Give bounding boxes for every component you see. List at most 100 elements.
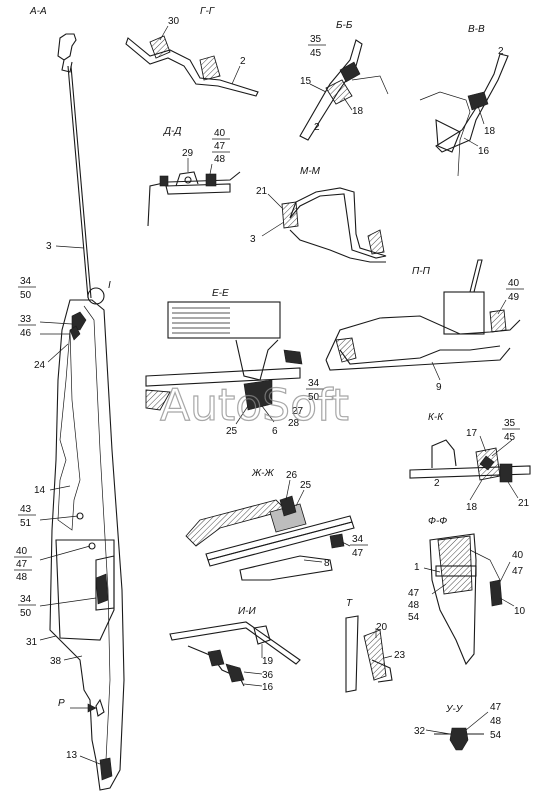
bb-wire: [351, 75, 389, 95]
section-dd: Д-Д 40 47 48 29: [147, 126, 241, 227]
leader-40-ff: [499, 561, 511, 583]
leader-26: [285, 479, 291, 501]
zh-upper-seal: [185, 499, 287, 547]
ee-shaft-housing: [235, 339, 279, 381]
ee-motor-housing: [167, 301, 281, 339]
section-title-dd: Д-Д: [163, 126, 181, 137]
pp-handle-bottom: [325, 347, 511, 371]
leader-3-mm: [261, 221, 285, 237]
vv-lower-clamp: [435, 119, 461, 153]
dd-bolt-left: [159, 175, 169, 187]
section-bb: Б-Б 35 45 15 18 2: [299, 20, 389, 141]
label-18-vv: 18: [484, 126, 496, 137]
leader-43-51: [39, 515, 79, 521]
section-ff: Ф-Ф 1 47 48 54 40 47 10: [408, 516, 526, 666]
leader-9: [431, 361, 441, 381]
section-title-ii: И-И: [238, 606, 256, 617]
pp-handle-mid: [339, 345, 501, 365]
section-title-zhzh: Ж-Ж: [251, 468, 275, 479]
mm-lower-line: [289, 229, 386, 263]
top-hinge: [61, 59, 73, 73]
leader-24: [47, 343, 69, 363]
section-title-bb: Б-Б: [336, 20, 353, 31]
label-21-kk: 21: [518, 498, 530, 509]
section-mm: М-М 21 3: [250, 166, 387, 263]
label-47-uu: 47: [490, 702, 502, 713]
label-16-ii: 16: [262, 682, 274, 693]
fraction-34-47: 34 47: [350, 534, 368, 559]
section-zhzh: Ж-Ж 26 25 8 34 47: [185, 468, 368, 581]
leader-40-49: [497, 299, 507, 315]
label-31: 31: [26, 637, 38, 648]
leader-1: [423, 567, 441, 573]
ff-wire: [469, 549, 501, 581]
leader-8: [303, 559, 323, 563]
leader-25-ee: [235, 405, 249, 425]
mm-seal-21: [281, 201, 299, 229]
label-2-kk: 2: [434, 478, 440, 489]
t-bracket-23: [371, 659, 393, 683]
leader-34-50-b: [39, 597, 97, 607]
label-21-mm: 21: [256, 186, 268, 197]
leader-18-kk: [469, 479, 483, 501]
label-10: 10: [514, 606, 526, 617]
leader-18-bb: [343, 97, 353, 111]
leader-34-47: [341, 541, 351, 547]
vv-rod-2: [435, 53, 509, 153]
dd-bracket-29: [175, 171, 199, 187]
arrow-p-head: [87, 703, 97, 713]
label-47-ff: 47: [408, 588, 420, 599]
fraction-bottom: 45: [310, 48, 322, 59]
hinge-bracket-upper: [71, 311, 87, 331]
label-15: 15: [300, 76, 312, 87]
fraction-bottom: 46: [20, 328, 32, 339]
section-ee: Е-Е 34 50 25 6 27 28: [145, 288, 324, 437]
fraction-bottom: 47: [352, 548, 364, 559]
mm-frame: [289, 187, 387, 259]
top-bracket: [57, 33, 77, 61]
leader-40-47-48: [39, 545, 91, 561]
label-18-bb: 18: [352, 106, 364, 117]
fraction-top: 34: [308, 378, 320, 389]
ii-clip-19: [253, 625, 271, 645]
section-uu: У-У 32 47 48 54: [414, 702, 502, 751]
lower-plate: [55, 539, 115, 641]
label-48-uu: 48: [490, 716, 502, 727]
fraction-top: 33: [20, 314, 32, 325]
section-title-ee: Е-Е: [212, 288, 229, 299]
bb-clip: [339, 61, 361, 83]
label-54-uu: 54: [490, 730, 502, 741]
fraction-top: 35: [504, 418, 516, 429]
leader-25-zh: [295, 489, 305, 507]
label-28: 28: [288, 418, 300, 429]
label-30: 30: [168, 16, 180, 27]
leader-6: [261, 405, 275, 423]
label-1: 1: [414, 562, 420, 573]
fraction-top: 34: [20, 276, 32, 287]
label-26: 26: [286, 470, 298, 481]
pp-handle-top: [325, 315, 521, 361]
label-47-ff-right: 47: [512, 566, 524, 577]
leader-15: [309, 83, 327, 93]
pp-lock-block: [443, 291, 485, 335]
detail-i-label: I: [108, 280, 111, 291]
label-36: 36: [262, 670, 274, 681]
detail-i-circle: [87, 287, 105, 305]
fraction-43-51: 43 51: [18, 504, 36, 529]
label-8: 8: [324, 558, 330, 569]
rod-3-edge: [70, 65, 92, 299]
door-panel-outline: [49, 299, 125, 791]
label-38: 38: [50, 656, 62, 667]
leader-2-gg: [231, 65, 241, 85]
fraction-top: 43: [20, 504, 32, 515]
leader-14: [49, 485, 71, 491]
bb-rod-2: [299, 39, 363, 141]
leader-3: [55, 245, 85, 249]
label-29: 29: [182, 148, 194, 159]
label-32: 32: [414, 726, 426, 737]
ff-nut-10: [489, 579, 503, 607]
pp-rod: [469, 259, 483, 293]
section-gg: Г-Г 30 2: [125, 6, 259, 97]
section-title-gg: Г-Г: [200, 6, 216, 17]
kk-clip-21: [499, 463, 513, 483]
